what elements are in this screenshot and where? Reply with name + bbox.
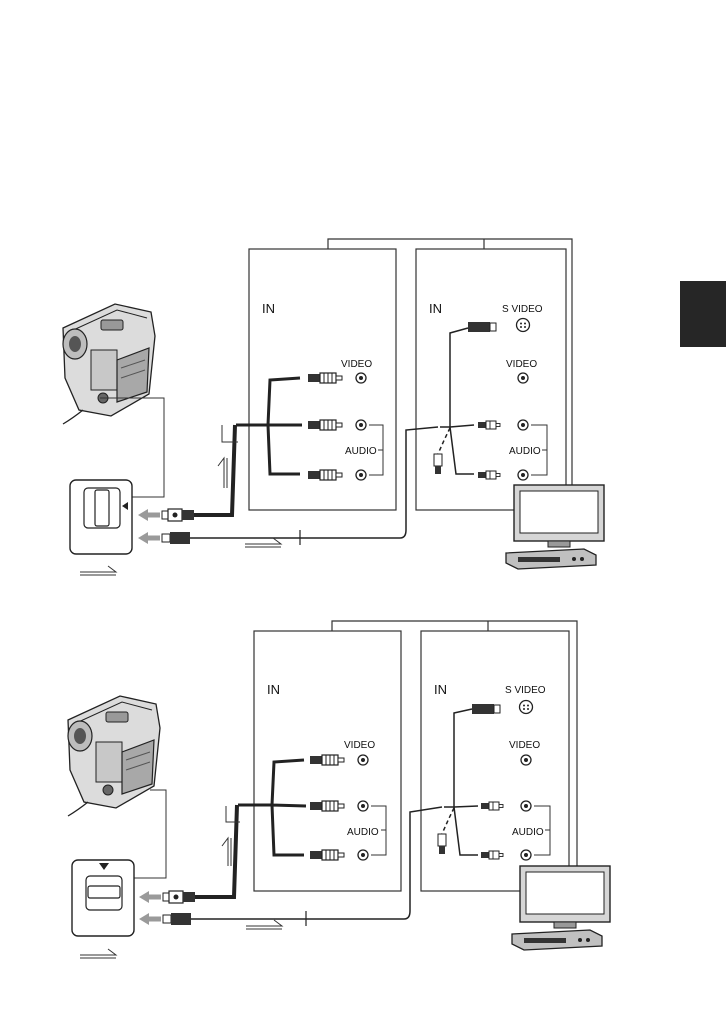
av-plug-icon — [161, 508, 195, 522]
rca-plug-icon — [437, 833, 447, 854]
svideo-label: S VIDEO — [505, 685, 546, 696]
video-label: VIDEO — [341, 359, 372, 370]
jack-cover-icon — [71, 859, 135, 937]
audio-jack-icon — [355, 469, 367, 481]
svideo-label: S VIDEO — [502, 304, 543, 315]
vcr-in-label: IN — [434, 682, 447, 697]
vcr-audio-jack-icon — [517, 419, 529, 431]
arrow-icon — [245, 919, 283, 930]
vcr-video-label: VIDEO — [506, 359, 537, 370]
tv-in-label: IN — [262, 301, 275, 316]
tv-vcr-icon — [511, 865, 611, 951]
section-tab — [680, 281, 726, 347]
vcr-input-panel — [420, 630, 570, 892]
svideo-plug-icon — [467, 321, 497, 333]
vcr-audio-jack-icon — [520, 800, 532, 812]
audio-jack-icon — [357, 849, 369, 861]
arrow-icon — [138, 509, 160, 521]
video-jack-icon — [355, 372, 367, 384]
diagram-bottom: IN VIDEO AUDIO IN S VIDEO VIDEO AUDIO — [67, 620, 611, 959]
vcr-audio-label: AUDIO — [509, 446, 541, 457]
video-label: VIDEO — [344, 740, 375, 751]
arrow-icon — [217, 456, 228, 488]
tv-in-label: IN — [267, 682, 280, 697]
arrow-icon — [139, 891, 161, 903]
arrow-icon — [138, 532, 160, 544]
tv-vcr-icon — [505, 484, 605, 570]
vcr-in-label: IN — [429, 301, 442, 316]
vcr-video-jack-icon — [520, 754, 532, 766]
arrow-icon — [244, 537, 282, 548]
vcr-video-label: VIDEO — [509, 740, 540, 751]
diagram-top: IN VIDEO AUDIO IN S VIDEO VIDEO AUDIO — [62, 238, 605, 576]
vcr-audio-jack-icon — [520, 849, 532, 861]
vcr-audio-label: AUDIO — [512, 827, 544, 838]
arrow-icon — [79, 565, 117, 576]
jack-cover-icon — [69, 479, 133, 555]
camcorder-icon — [67, 695, 161, 817]
arrow-icon — [221, 836, 232, 866]
audio-label: AUDIO — [347, 827, 379, 838]
svideo-jack-icon — [518, 699, 534, 715]
camcorder-icon — [62, 303, 156, 425]
arrow-icon — [79, 948, 117, 959]
arrow-icon — [139, 913, 161, 925]
rca-plug-icon — [433, 453, 443, 474]
vcr-audio-jack-icon — [517, 469, 529, 481]
audio-jack-icon — [357, 800, 369, 812]
video-jack-icon — [357, 754, 369, 766]
svideo-plug-icon — [162, 913, 191, 925]
panel-bracket — [331, 620, 578, 890]
svideo-jack-icon — [515, 317, 531, 333]
svideo-plug-icon — [471, 703, 501, 715]
av-plug-icon — [162, 890, 196, 904]
audio-label: AUDIO — [345, 446, 377, 457]
audio-jack-icon — [355, 419, 367, 431]
vcr-video-jack-icon — [517, 372, 529, 384]
panel-bracket — [327, 238, 573, 512]
svideo-plug-icon — [161, 532, 190, 544]
